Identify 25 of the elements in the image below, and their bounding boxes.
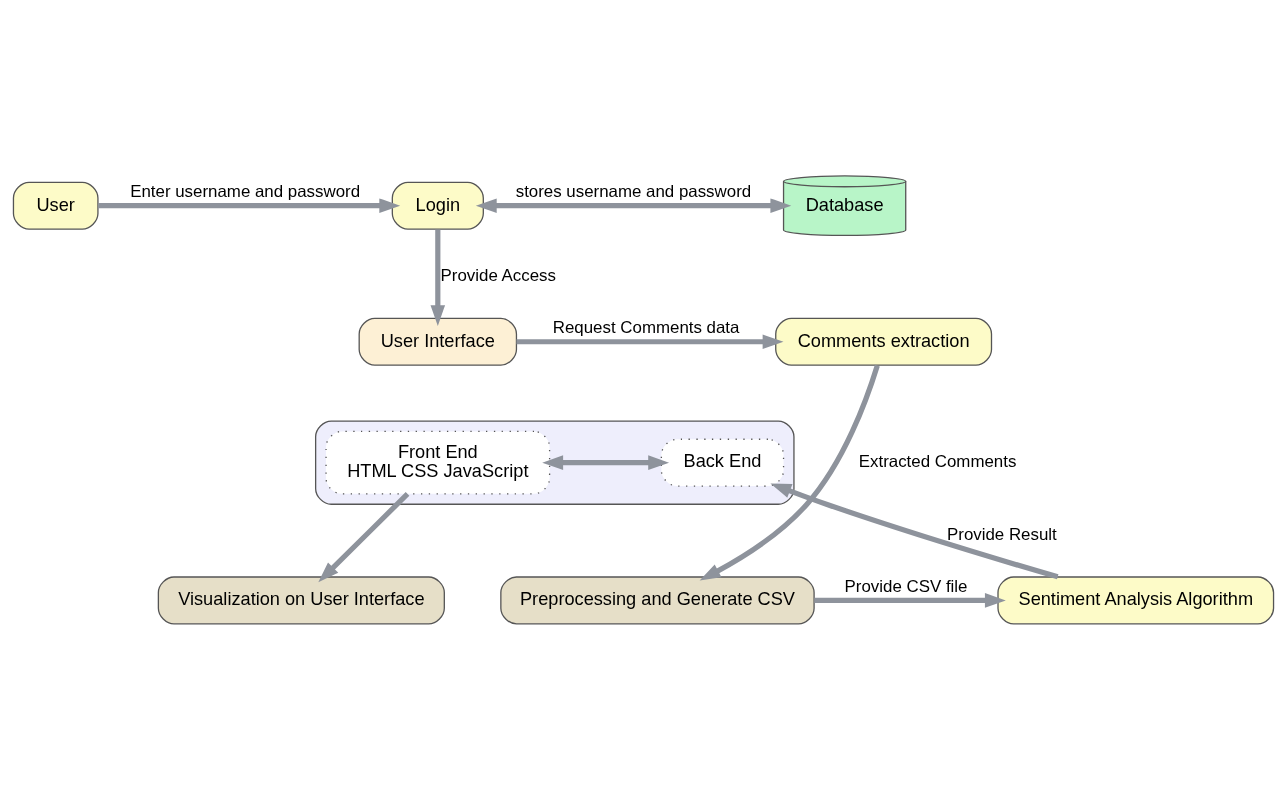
edge-label: Request Comments data <box>552 318 740 338</box>
node-box: Visualization on User Interface <box>157 576 445 625</box>
arrow <box>516 334 784 350</box>
node-box: Back End <box>660 438 785 487</box>
edge-label: Provide Result <box>947 524 1057 544</box>
arrow <box>770 483 1059 580</box>
arrow <box>699 364 880 581</box>
arrow <box>475 198 792 213</box>
node-box: Front End HTML CSS JavaScript <box>325 430 551 495</box>
edge-label: Provide Access <box>440 266 556 286</box>
arrow <box>318 492 410 583</box>
node-box: User Interface <box>358 317 518 366</box>
node-box: Preprocessing and Generate CSV <box>500 576 815 625</box>
edge-label: Enter username and password <box>130 182 361 202</box>
arrow <box>430 229 446 327</box>
arrow <box>98 198 401 213</box>
edge-label: Provide CSV file <box>844 576 968 596</box>
node-box: Comments extraction <box>775 317 993 366</box>
node-box: Sentiment Analysis Algorithm <box>997 576 1275 625</box>
node-box: User <box>12 181 99 230</box>
edge-label: stores username and password <box>515 182 752 202</box>
edge-label: Extracted Comments <box>858 452 1017 472</box>
node-box: Login <box>391 181 484 230</box>
arrow <box>542 455 670 470</box>
arrow <box>814 593 1006 608</box>
